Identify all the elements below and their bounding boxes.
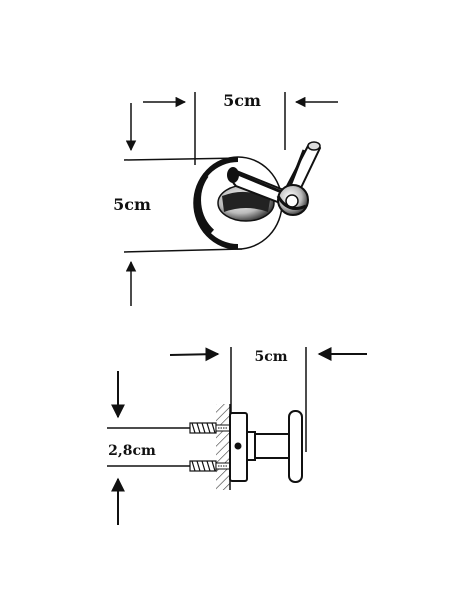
top-width-label: 5cm: [223, 91, 261, 110]
top-view: 5cm 5cm: [113, 91, 338, 306]
hook-stem: [246, 431, 256, 461]
top-height-label: 5cm: [113, 195, 151, 214]
side-view: 5cm 2,8cm: [107, 347, 367, 525]
height-extension-top: [123, 157, 243, 161]
set-screw: [234, 442, 242, 450]
hook-end-rod: [288, 410, 303, 483]
screw-bottom: [189, 460, 231, 472]
height-extension-bottom: [123, 248, 243, 253]
hook-front-illustration: [193, 141, 322, 250]
screw-top: [189, 422, 231, 434]
side-width-arrow-left: [169, 347, 220, 362]
side-width-label: 5cm: [254, 349, 287, 365]
wall-section: [216, 404, 230, 490]
side-height-label: 2,8cm: [108, 443, 156, 459]
